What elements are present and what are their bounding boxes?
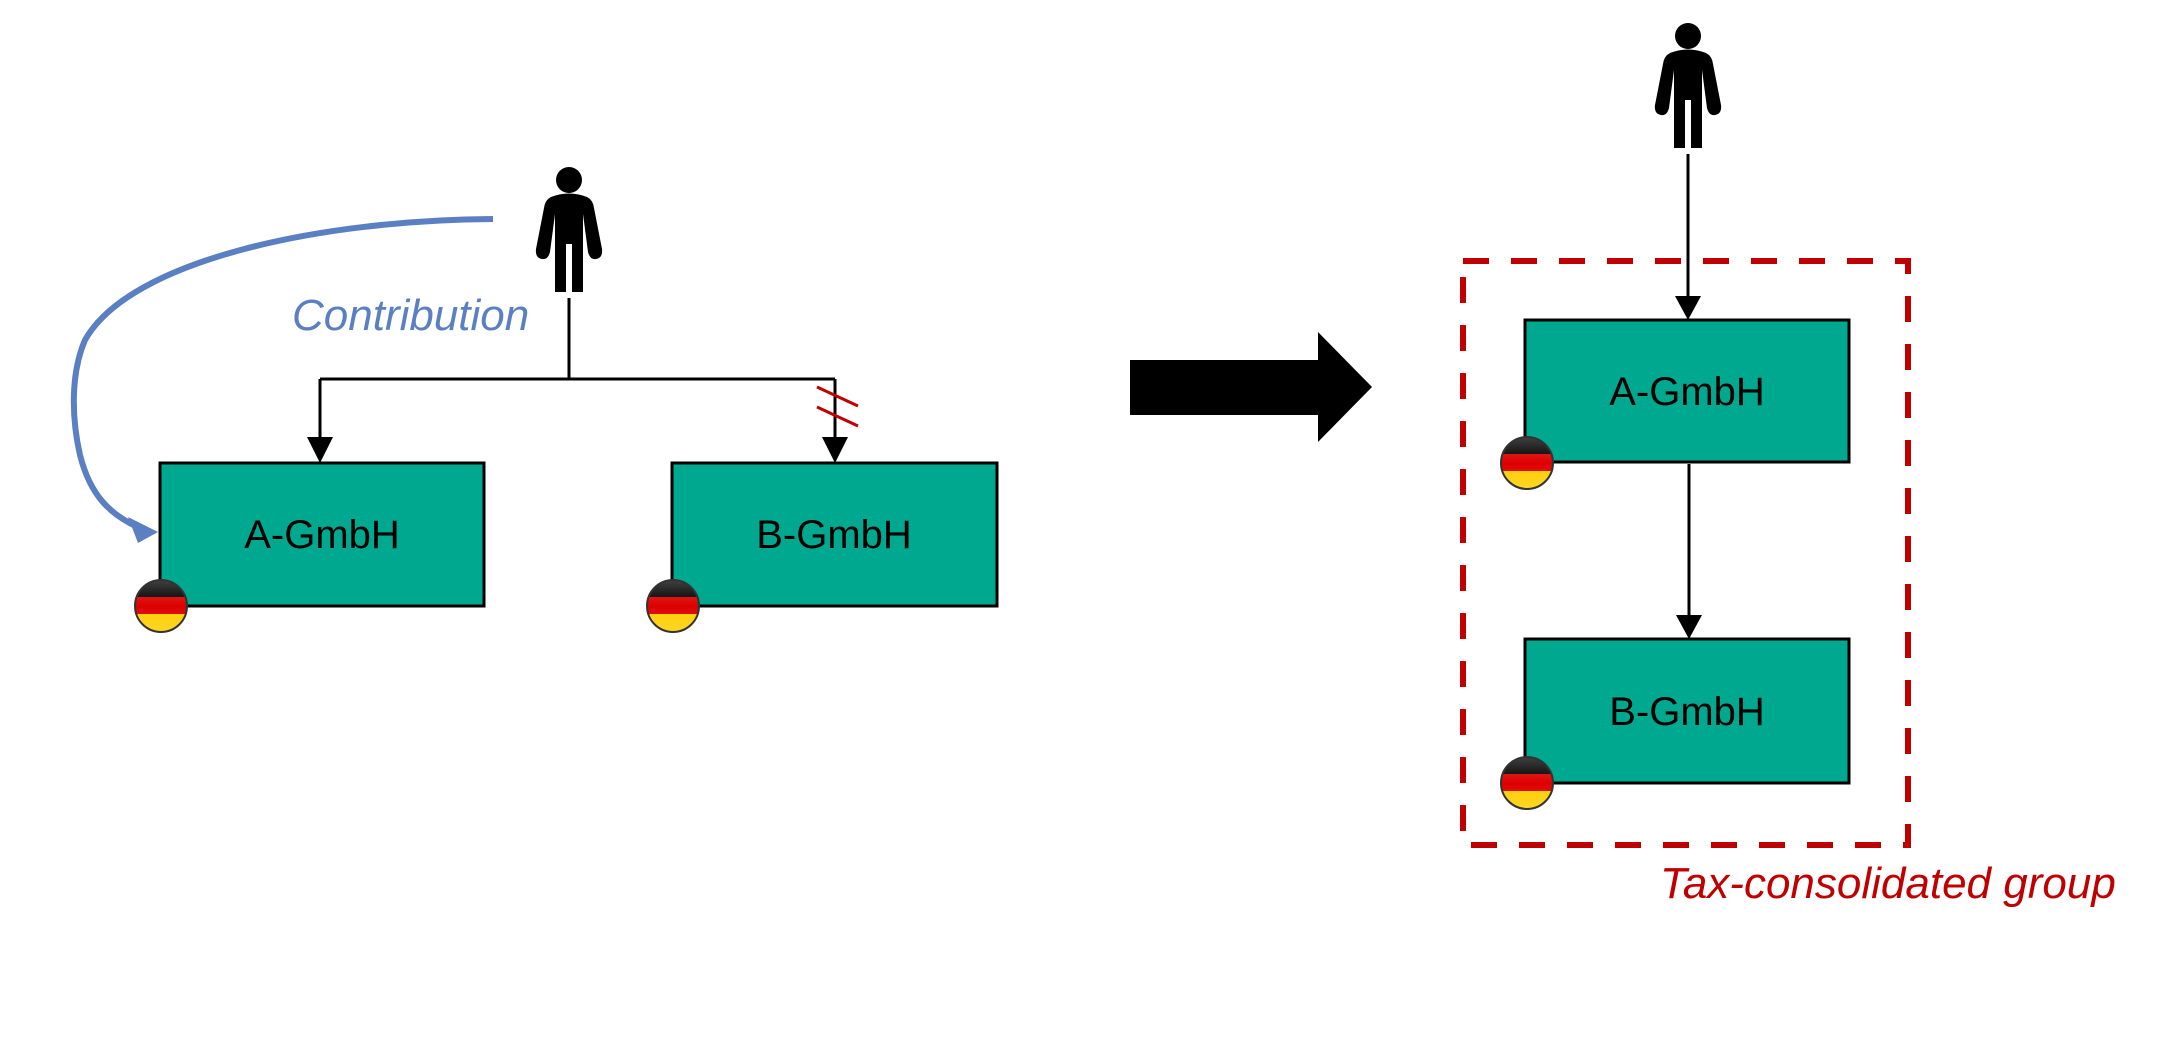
germany-flag-icon [1501, 757, 1553, 809]
contribution-arrow [70, 216, 494, 531]
person-icon [1654, 23, 1722, 148]
right-arrow-icon [1130, 332, 1372, 442]
contribution-label: Contribution [292, 291, 529, 340]
company-box-a-gmbh[interactable]: A-GmbH [158, 461, 486, 608]
company-box-a-gmbh[interactable]: A-GmbH [1523, 318, 1851, 464]
contribution-arrowhead [128, 517, 158, 543]
arrowhead-to-a-gmbh [1675, 296, 1701, 320]
after-structure: A-GmbH B-GmbH Tax-consolidated group [1460, 23, 2116, 908]
company-name: A-GmbH [244, 513, 400, 557]
germany-flag-icon [1501, 437, 1553, 489]
tax-group-boundary [1460, 258, 1911, 848]
tax-group-label: Tax-consolidated group [1660, 859, 2116, 908]
arrowhead-to-b-gmbh [822, 437, 848, 463]
person-icon [535, 167, 603, 292]
germany-flag-icon [647, 580, 699, 632]
company-name: B-GmbH [1609, 690, 1765, 734]
cut-marker-icon [816, 385, 859, 428]
company-name: B-GmbH [756, 513, 912, 557]
company-box-b-gmbh[interactable]: B-GmbH [670, 461, 999, 608]
arrowhead-to-a-gmbh [307, 437, 333, 463]
company-box-b-gmbh[interactable]: B-GmbH [1523, 637, 1851, 785]
company-name: A-GmbH [1609, 370, 1765, 414]
before-structure: Contribution A-GmbH B-GmbH [70, 167, 999, 632]
germany-flag-icon [135, 580, 187, 632]
arrowhead-to-b-gmbh [1676, 615, 1702, 639]
ownership-connector [318, 298, 837, 440]
